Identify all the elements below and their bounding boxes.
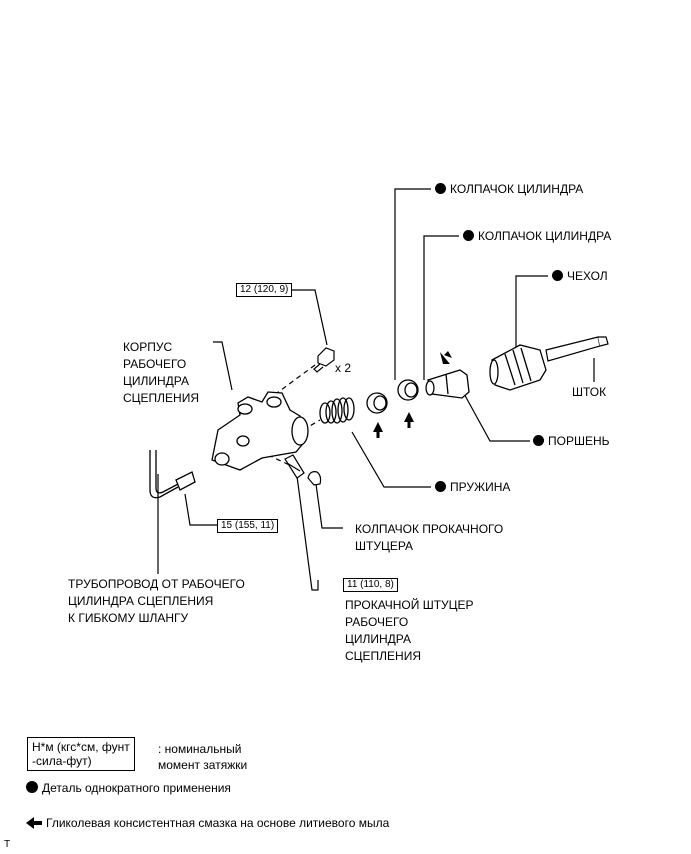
label-cylinder-cap-1: КОЛПАЧОК ЦИЛИНДРА [435, 182, 583, 196]
label-piston: ПОРШЕНЬ [533, 434, 610, 448]
leader-cylinder-cap-2 [423, 235, 459, 380]
bleeder-cap [307, 471, 322, 486]
non-reusable-dot-icon [435, 183, 446, 194]
torque-box-bleeder: 11 (110, 8) [343, 578, 398, 592]
label-tube: ТРУБОПРОВОД ОТ РАБОЧЕГО ЦИЛИНДРА СЦЕПЛЕН… [68, 577, 245, 625]
legend-arrow-icon [26, 817, 42, 829]
spring [319, 397, 355, 424]
leader-body [213, 341, 233, 391]
non-reusable-dot-icon [463, 230, 474, 241]
legend-grease: Гликолевая консистентная смазка на основ… [46, 816, 390, 830]
label-cylinder-cap-2: КОЛПАЧОК ЦИЛИНДРА [463, 229, 611, 243]
non-reusable-dot-icon [533, 435, 544, 446]
bleeder-plug [284, 454, 305, 479]
torque-box-union: 15 (155, 11) [217, 519, 279, 533]
cylinder-cup-1 [366, 392, 388, 414]
label-bleeder-cap: КОЛПАЧОК ПРОКАЧНОГО ШТУЦЕРА [355, 522, 504, 553]
legend-non-reusable: Деталь однократного применения [26, 781, 231, 795]
label-bleeder-plug: ПРОКАЧНОЙ ШТУЦЕР РАБОЧЕГО ЦИЛИНДРА СЦЕПЛ… [345, 598, 474, 663]
label-body: КОРПУС РАБОЧЕГО ЦИЛИНДРА СЦЕПЛЕНИЯ [123, 340, 200, 405]
label-spring: ПРУЖИНА [435, 480, 510, 494]
leader-boot [515, 275, 548, 349]
piston [425, 369, 470, 399]
leader-spring [351, 431, 431, 488]
leader-union-torque [184, 493, 217, 526]
push-rod [545, 336, 609, 362]
non-reusable-dot-icon [435, 481, 446, 492]
leader-bolt-torque [288, 289, 328, 346]
leader-cylinder-cap-1 [394, 188, 431, 380]
legend-unit-desc: : номинальный момент затяжки [158, 742, 248, 772]
release-cylinder-body [211, 391, 309, 471]
leader-piston [461, 389, 530, 442]
cylinder-cup-2 [397, 379, 419, 401]
legend-unit-box: Н*м (кгс*см, фунт -сила-фут) [27, 737, 135, 771]
leader-bleeder-plug [296, 475, 319, 591]
label-x2: x 2 [335, 361, 352, 375]
boot [489, 344, 547, 391]
label-boot: ЧЕХОЛ [552, 269, 608, 283]
non-reusable-dot-icon [552, 270, 563, 281]
non-reusable-dot-icon [26, 781, 38, 793]
corner-mark: T [4, 839, 11, 850]
pipe-line [149, 450, 196, 499]
label-rod: ШТОК [572, 385, 607, 399]
grease-arrows [373, 351, 452, 438]
bolt [313, 347, 335, 373]
leader-bleeder-cap [315, 483, 343, 529]
torque-box-bolt: 12 (120, 9) [236, 283, 293, 297]
